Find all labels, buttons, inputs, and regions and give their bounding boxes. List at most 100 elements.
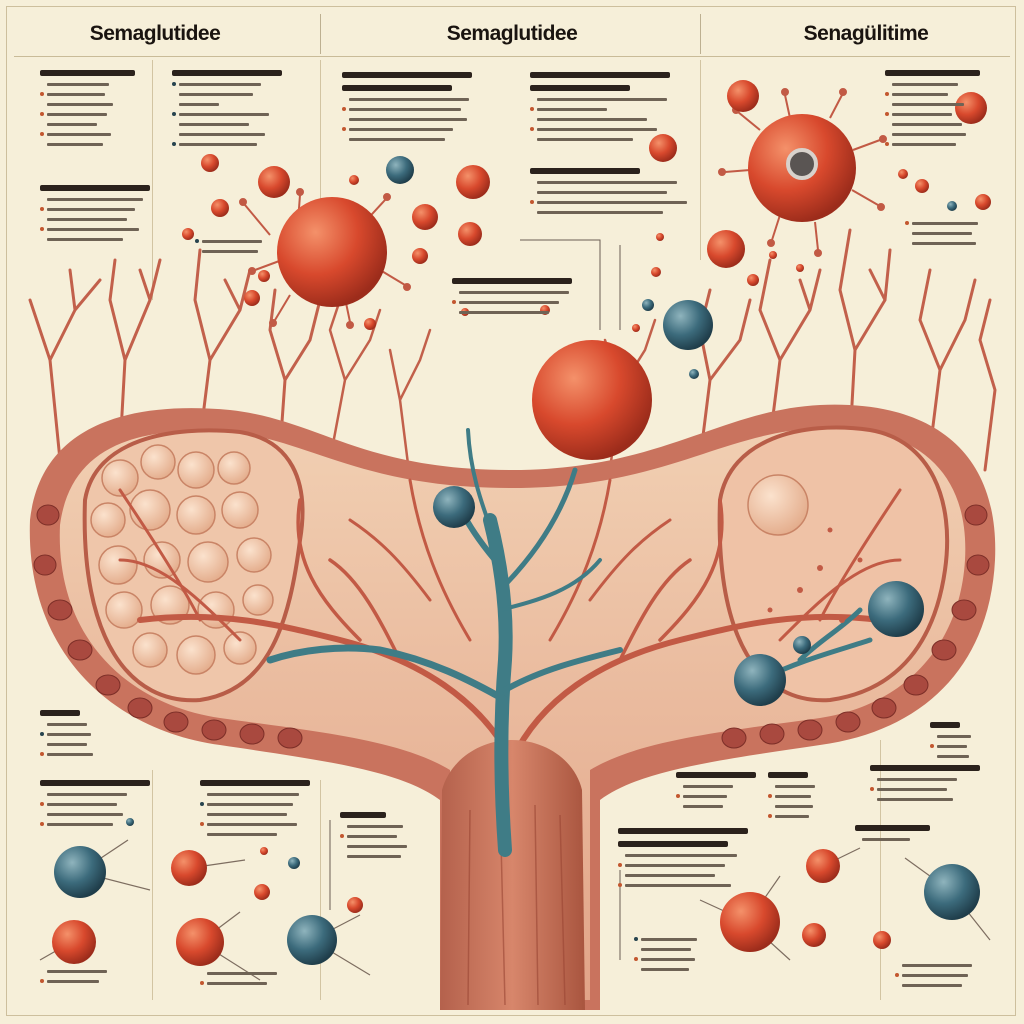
column-guide bbox=[880, 740, 881, 1000]
annotation-block bbox=[40, 185, 150, 248]
molecule bbox=[898, 169, 908, 179]
molecule bbox=[211, 199, 229, 217]
molecule bbox=[458, 222, 482, 246]
molecule bbox=[412, 204, 438, 230]
molecule bbox=[707, 230, 745, 268]
header-divider-1 bbox=[320, 14, 321, 54]
callout-lines bbox=[329, 239, 621, 960]
molecule bbox=[126, 818, 134, 826]
molecule bbox=[244, 290, 260, 306]
molecule bbox=[386, 156, 414, 184]
molecule bbox=[649, 134, 677, 162]
column-guide bbox=[700, 60, 701, 260]
annotation-block bbox=[676, 772, 756, 815]
receptor-pore bbox=[786, 148, 818, 180]
molecule bbox=[52, 920, 96, 964]
molecule bbox=[412, 248, 428, 264]
molecule bbox=[349, 175, 359, 185]
annotation-block bbox=[342, 72, 472, 148]
semaglutide-molecules bbox=[182, 80, 991, 460]
molecule bbox=[260, 847, 268, 855]
molecule bbox=[651, 267, 661, 277]
bottom-molecules bbox=[39, 818, 991, 981]
column-guide bbox=[152, 60, 153, 300]
title-right: Senagülitime bbox=[803, 22, 929, 45]
annotation-block bbox=[530, 168, 690, 221]
molecule bbox=[632, 324, 640, 332]
annotation-block bbox=[634, 937, 714, 978]
annotation-block bbox=[40, 970, 125, 990]
annotation-block bbox=[905, 221, 985, 252]
molecule bbox=[802, 923, 826, 947]
molecule bbox=[975, 194, 991, 210]
acinar-cells bbox=[90, 444, 274, 675]
molecule bbox=[727, 80, 759, 112]
arterial-branches bbox=[118, 478, 902, 763]
annotation-block bbox=[195, 239, 270, 260]
annotation-block bbox=[530, 72, 670, 148]
molecule bbox=[287, 915, 337, 965]
annotation-block bbox=[768, 772, 828, 825]
column-guide bbox=[320, 60, 321, 260]
column-guide bbox=[152, 770, 153, 1000]
annotation-block bbox=[618, 828, 748, 894]
annotation-block bbox=[885, 70, 980, 153]
molecule bbox=[793, 636, 811, 654]
receptor-cell-left bbox=[277, 197, 387, 307]
outer-frame bbox=[6, 6, 1016, 1016]
molecule bbox=[182, 228, 194, 240]
molecule bbox=[769, 251, 777, 259]
annotation-block bbox=[452, 278, 572, 321]
organ-particles bbox=[767, 527, 863, 623]
molecule bbox=[873, 931, 891, 949]
header-rule bbox=[14, 56, 1010, 57]
organ-stem bbox=[440, 740, 585, 1010]
molecule bbox=[868, 581, 924, 637]
molecule bbox=[176, 918, 224, 966]
molecule bbox=[734, 654, 786, 706]
receptor-cell-center bbox=[532, 340, 652, 460]
organ-wall-segments bbox=[33, 504, 990, 749]
right-lobe-cell bbox=[747, 474, 809, 536]
molecule bbox=[656, 233, 664, 241]
molecule bbox=[288, 857, 300, 869]
molecule bbox=[806, 849, 840, 883]
molecule bbox=[258, 270, 270, 282]
venous-tree bbox=[266, 428, 873, 857]
molecule bbox=[201, 154, 219, 172]
annotation-block bbox=[895, 964, 985, 994]
molecule bbox=[663, 300, 713, 350]
annotation-block bbox=[40, 70, 135, 153]
annotation-block bbox=[172, 70, 282, 153]
molecule bbox=[254, 884, 270, 900]
molecule bbox=[456, 165, 490, 199]
molecule bbox=[955, 92, 987, 124]
molecule bbox=[947, 201, 957, 211]
molecule bbox=[924, 864, 980, 920]
molecule bbox=[54, 846, 106, 898]
column-guide bbox=[320, 780, 321, 1000]
title-center: Semaglutidee bbox=[446, 22, 578, 45]
annotation-block bbox=[40, 710, 120, 763]
annotation-block bbox=[200, 972, 290, 992]
molecule bbox=[915, 179, 929, 193]
molecule bbox=[796, 264, 804, 272]
stem-texture bbox=[467, 799, 566, 1006]
molecule bbox=[258, 166, 290, 198]
molecule bbox=[171, 850, 207, 886]
header-divider-2 bbox=[700, 14, 701, 54]
molecule bbox=[642, 299, 654, 311]
molecule bbox=[433, 486, 475, 528]
annotation-block bbox=[855, 825, 930, 848]
annotation-block bbox=[930, 722, 990, 765]
annotation-block bbox=[40, 780, 150, 833]
molecule bbox=[347, 897, 363, 913]
title-left: Semaglutidee bbox=[89, 22, 221, 45]
molecule bbox=[364, 318, 376, 330]
annotation-block bbox=[340, 812, 420, 865]
annotation-block bbox=[870, 765, 980, 808]
molecule bbox=[689, 369, 699, 379]
annotation-block bbox=[200, 780, 310, 843]
